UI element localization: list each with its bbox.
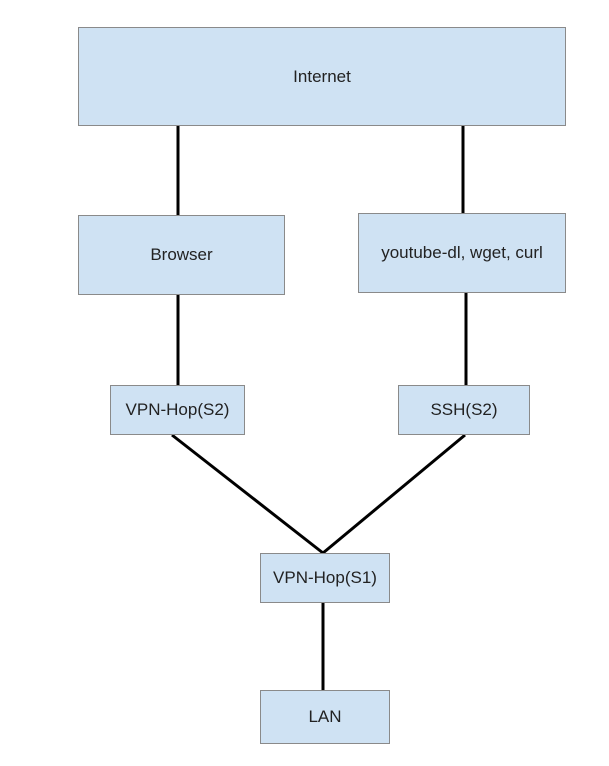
- vpn-hop-s2-node: VPN-Hop(S2): [110, 385, 245, 435]
- ssh-s2-node: SSH(S2): [398, 385, 530, 435]
- lan-node: LAN: [260, 690, 390, 744]
- lan-label: LAN: [308, 707, 342, 726]
- edge-ssh-s2-vpn-hop-s1: [322, 433, 466, 555]
- browser-label: Browser: [150, 245, 213, 264]
- browser-node: Browser: [78, 215, 285, 295]
- ssh-s2-label: SSH(S2): [430, 400, 498, 419]
- vpn-hop-s1-node: VPN-Hop(S1): [260, 553, 390, 603]
- download-tools-node: youtube-dl, wget, curl: [358, 213, 566, 293]
- vpn-hop-s2-label: VPN-Hop(S2): [125, 400, 230, 419]
- download-tools-label: youtube-dl, wget, curl: [381, 243, 543, 262]
- vpn-hop-s1-label: VPN-Hop(S1): [273, 568, 377, 587]
- internet-node: Internet: [78, 27, 566, 126]
- edge-vpn-hop-s2-vpn-hop-s1: [171, 433, 324, 555]
- internet-label: Internet: [293, 66, 351, 86]
